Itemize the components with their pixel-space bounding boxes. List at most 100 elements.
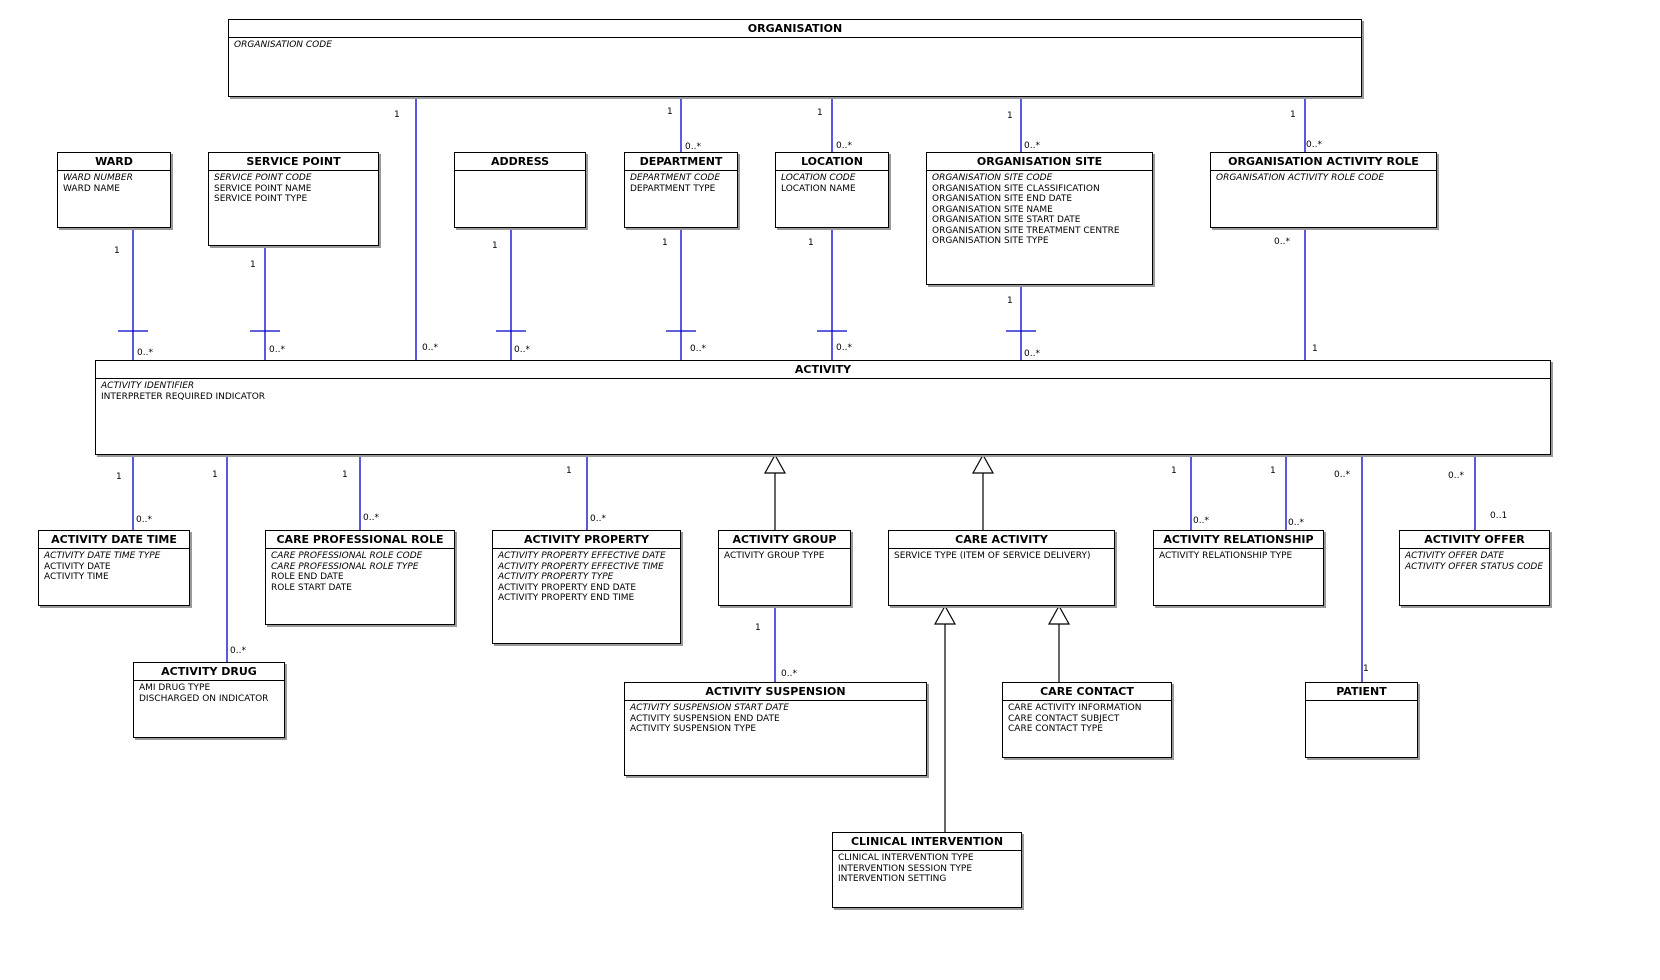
attribute: ACTIVITY RELATIONSHIP TYPE <box>1159 551 1293 561</box>
to-cardinality: 0..* <box>514 345 530 355</box>
entity-name: ACTIVITY <box>96 361 1550 379</box>
from-cardinality: 1 <box>342 470 348 480</box>
to-cardinality: 0..* <box>269 345 285 355</box>
attribute: ACTIVITY SUSPENSION END DATE <box>630 713 780 724</box>
entity-patient: PATIENT <box>1305 682 1418 758</box>
entity-attributes <box>1306 701 1417 705</box>
entity-attributes <box>455 171 585 175</box>
entity-attributes: ACTIVITY GROUP TYPE <box>719 549 850 564</box>
attribute: WARD NAME <box>63 183 120 194</box>
attribute: ACTIVITY SUSPENSION TYPE <box>630 724 757 734</box>
from-cardinality: 1 <box>114 246 120 256</box>
attribute: SERVICE TYPE (ITEM OF SERVICE DELIVERY) <box>894 551 1091 561</box>
attribute: SERVICE POINT TYPE <box>214 194 308 204</box>
attribute: ACTIVITY PROPERTY END TIME <box>498 593 635 603</box>
attribute: ACTIVITY DATE <box>44 561 111 572</box>
to-cardinality: 0..* <box>1193 516 1209 526</box>
from-cardinality: 1 <box>394 110 400 120</box>
to-cardinality: 0..* <box>363 513 379 523</box>
entity-name: DEPARTMENT <box>625 153 737 171</box>
key-attribute: ORGANISATION ACTIVITY ROLE CODE <box>1216 173 1385 183</box>
from-cardinality: 1 <box>250 260 256 270</box>
attribute: CARE ACTIVITY INFORMATION <box>1008 703 1142 713</box>
from-cardinality: 1 <box>1270 466 1276 476</box>
attribute: SERVICE POINT NAME <box>214 183 312 194</box>
to-cardinality: 0..* <box>1024 141 1040 151</box>
to-cardinality: 0..* <box>590 514 606 524</box>
entity-attributes: ACTIVITY RELATIONSHIP TYPE <box>1154 549 1323 564</box>
generalization-arrowhead <box>971 453 995 474</box>
from-cardinality: 1 <box>1171 466 1177 476</box>
attribute: ORGANISATION SITE END DATE <box>932 194 1073 204</box>
to-cardinality: 0..* <box>690 344 706 354</box>
entity-address: ADDRESS <box>454 152 586 228</box>
to-cardinality: 0..* <box>1288 518 1304 528</box>
entity-name: ACTIVITY SUSPENSION <box>625 683 926 701</box>
entity-name: SERVICE POINT <box>209 153 378 171</box>
to-cardinality: 0..* <box>836 141 852 151</box>
entity-name: ACTIVITY RELATIONSHIP <box>1154 531 1323 549</box>
entity-name: ACTIVITY GROUP <box>719 531 850 549</box>
from-cardinality: 1 <box>1007 296 1013 306</box>
key-attribute: ACTIVITY DATE TIME TYPE <box>44 551 161 561</box>
from-cardinality: 1 <box>662 238 668 248</box>
entity-name: CLINICAL INTERVENTION <box>833 833 1021 851</box>
to-cardinality: 0..* <box>1306 140 1322 150</box>
to-cardinality: 0..* <box>781 669 797 679</box>
from-cardinality: 0..* <box>1274 237 1290 247</box>
key-attribute: ACTIVITY IDENTIFIER <box>101 381 195 391</box>
to-cardinality: 0..* <box>685 142 701 152</box>
attribute: CARE CONTACT SUBJECT <box>1008 713 1120 724</box>
entity-attributes: ORGANISATION ACTIVITY ROLE CODE <box>1211 171 1436 186</box>
from-cardinality: 0..* <box>1448 471 1464 481</box>
to-cardinality: 1 <box>1363 664 1369 674</box>
attribute: LOCATION NAME <box>781 183 856 194</box>
attribute: INTERPRETER REQUIRED INDICATOR <box>101 391 266 402</box>
entity-name: LOCATION <box>776 153 888 171</box>
from-cardinality: 1 <box>212 470 218 480</box>
from-cardinality: 1 <box>1007 111 1013 121</box>
generalization-arrowhead <box>933 604 957 625</box>
to-cardinality: 0..* <box>136 515 152 525</box>
entity-name: ACTIVITY DRUG <box>134 663 284 681</box>
key-attribute: ACTIVITY PROPERTY TYPE <box>498 572 614 582</box>
to-cardinality: 0..* <box>1024 349 1040 359</box>
entity-activity-relationship: ACTIVITY RELATIONSHIP ACTIVITY RELATIONSH… <box>1153 530 1324 606</box>
attribute: ORGANISATION SITE START DATE <box>932 215 1081 225</box>
attribute: ORGANISATION SITE TREATMENT CENTRE <box>932 225 1120 236</box>
to-cardinality: 0..* <box>422 343 438 353</box>
attribute: ORGANISATION SITE TYPE <box>932 236 1049 246</box>
from-cardinality: 1 <box>808 238 814 248</box>
from-cardinality: 1 <box>755 623 761 633</box>
key-attribute: SERVICE POINT CODE <box>214 173 312 183</box>
entity-name: CARE PROFESSIONAL ROLE <box>266 531 454 549</box>
entity-name: ORGANISATION SITE <box>927 153 1152 171</box>
to-cardinality: 0..1 <box>1490 511 1508 521</box>
entity-name: CARE CONTACT <box>1003 683 1171 701</box>
key-attribute: ACTIVITY PROPERTY EFFECTIVE DATE <box>498 551 666 561</box>
